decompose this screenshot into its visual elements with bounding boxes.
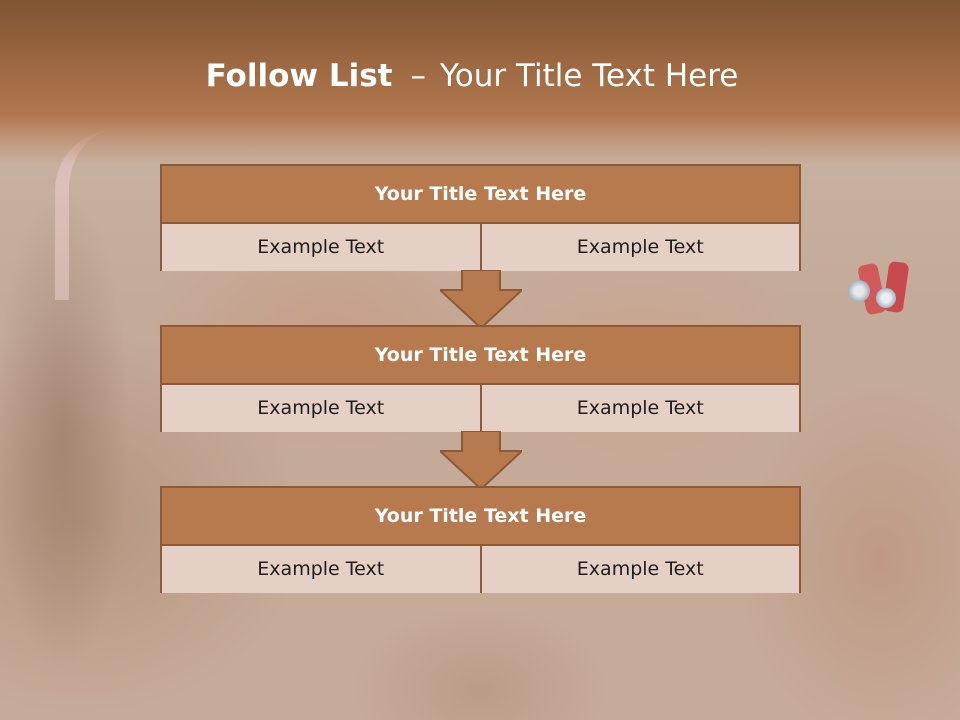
down-arrow-shape: [440, 270, 522, 328]
step-cell-left: Example Text: [162, 224, 480, 271]
step-cell-left: Example Text: [162, 385, 480, 432]
step-cell-left: Example Text: [162, 546, 480, 593]
step-block-3: Your Title Text Here Example Text Exampl…: [160, 486, 801, 593]
down-arrow-1: [440, 270, 522, 328]
step-row: Example Text Example Text: [162, 546, 799, 593]
slide-title: Follow List–Your Title Text Here: [0, 54, 944, 98]
step-cell-right: Example Text: [479, 385, 799, 432]
down-arrow-shape: [440, 431, 522, 489]
step-row: Example Text Example Text: [162, 224, 799, 271]
background-photo-hair-clip: [846, 258, 924, 318]
step-block-2: Your Title Text Here Example Text Exampl…: [160, 325, 801, 432]
title-rest: Your Title Text Here: [439, 58, 739, 94]
background-photo-headband: [55, 130, 129, 300]
title-strong: Follow List: [205, 58, 393, 94]
header-band: [0, 0, 960, 165]
step-row: Example Text Example Text: [162, 385, 799, 432]
down-arrow-2: [440, 431, 522, 489]
step-cell-right: Example Text: [479, 224, 799, 271]
step-heading: Your Title Text Here: [162, 488, 799, 546]
step-cell-right: Example Text: [479, 546, 799, 593]
step-block-1: Your Title Text Here Example Text Exampl…: [160, 164, 801, 271]
step-heading: Your Title Text Here: [162, 327, 799, 385]
clip-flower: [848, 280, 870, 302]
clip-flower: [876, 288, 896, 308]
title-dash: –: [410, 58, 426, 94]
step-heading: Your Title Text Here: [162, 166, 799, 224]
